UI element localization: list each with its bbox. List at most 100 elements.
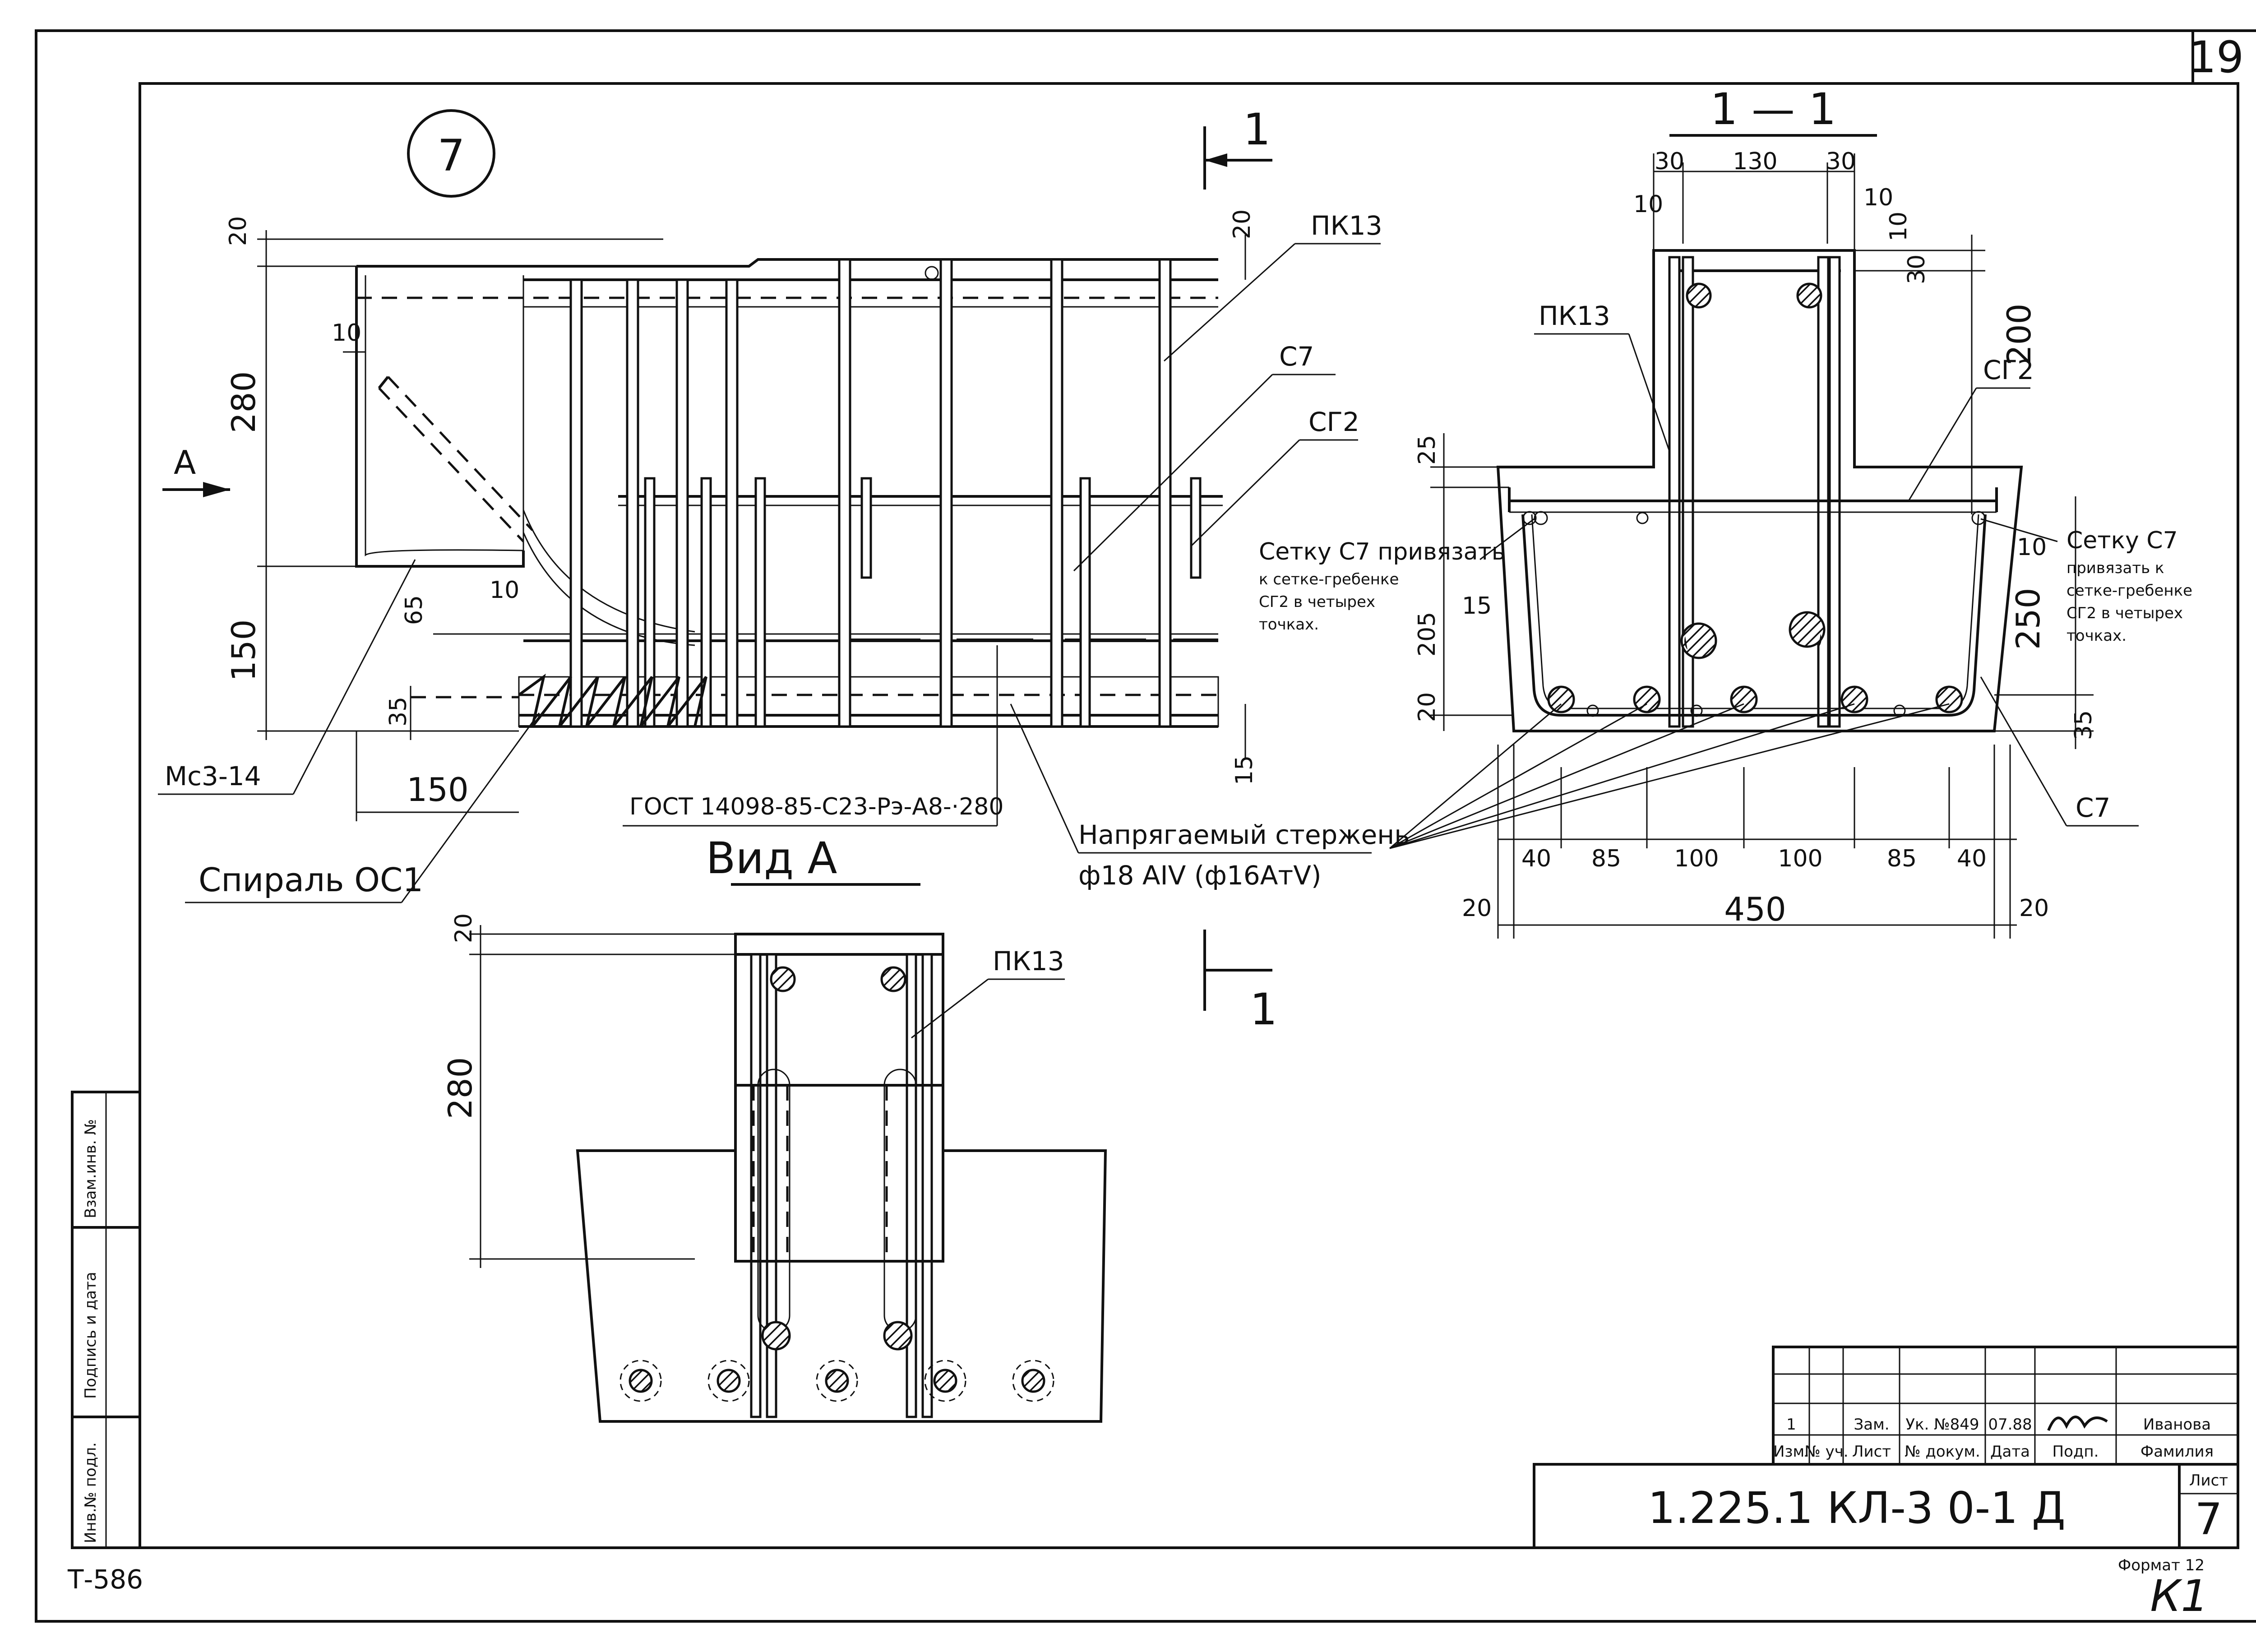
svg-text:150: 150 (225, 620, 263, 681)
svg-text:35: 35 (385, 697, 412, 727)
label-cg2: СГ2 (1308, 407, 1359, 437)
section-label-cg2: СГ2 (1983, 355, 2034, 385)
svg-text:35: 35 (2070, 710, 2097, 740)
page-number: 19 (2189, 32, 2244, 83)
svg-text:30: 30 (1655, 148, 1684, 175)
svg-text:А: А (174, 444, 196, 481)
svg-text:Подп.: Подп. (2053, 1443, 2099, 1461)
side-stamp-inv: Инв.№ подл. (82, 1442, 100, 1543)
view-a-title: Вид А (706, 833, 837, 884)
svg-text:Иванова: Иванова (2143, 1416, 2211, 1434)
svg-text:Лист: Лист (2189, 1472, 2228, 1490)
svg-text:СГ2 в четырех: СГ2 в четырех (2066, 604, 2183, 622)
svg-text:Фамилия: Фамилия (2140, 1443, 2214, 1461)
svg-text:7: 7 (437, 130, 465, 181)
svg-text:100: 100 (1674, 845, 1719, 872)
section-tendons (1547, 685, 1963, 717)
side-stamp-repl: Взам.инв. № (82, 1119, 100, 1218)
svg-text:10: 10 (1633, 191, 1663, 218)
label-rod-1: Напрягаемый стержень (1078, 819, 1410, 850)
note-right: Сетку С7 привязать к сетке-гребенке СГ2 … (1980, 518, 2192, 645)
main-labels: ПК13 С7 СГ2 Мс3-14 Спираль ОС1 ГОСТ 1409… (158, 210, 1410, 903)
svg-text:1: 1 (1786, 1416, 1796, 1434)
svg-text:30: 30 (1903, 255, 1930, 284)
side-stamp: Инв.№ подл. Подпись и дата Взам.инв. № (71, 1091, 141, 1549)
svg-text:Сетку С7: Сетку С7 (2066, 527, 2178, 554)
svg-text:20: 20 (450, 913, 477, 943)
svg-text:№ докум.: № докум. (1905, 1443, 1980, 1461)
svg-text:20: 20 (225, 216, 252, 246)
svg-text:205: 205 (1414, 612, 1441, 657)
svg-text:250: 250 (2009, 588, 2047, 650)
label-gost: ГОСТ 14098-85-С23-Рэ-А8-·280 (629, 793, 1003, 820)
svg-text:200: 200 (2000, 304, 2038, 366)
svg-text:СГ2 в четырех: СГ2 в четырех (1259, 593, 1375, 611)
svg-text:15: 15 (1231, 755, 1258, 785)
svg-text:20: 20 (1229, 209, 1256, 239)
section-1-1: 1 — 1 (1259, 84, 2192, 939)
svg-text:130: 130 (1733, 148, 1777, 175)
svg-text:Лист: Лист (1852, 1443, 1891, 1461)
detail-number: 7 (407, 109, 495, 198)
title-block: 1 Зам. Ук. №849 07.88 Иванова Изм. № уч.… (1533, 1346, 2239, 1549)
svg-text:10: 10 (332, 319, 361, 347)
view-a: Вид А (441, 833, 1107, 1423)
svg-text:Ук. №849: Ук. №849 (1905, 1416, 1979, 1434)
svg-text:Изм.: Изм. (1773, 1443, 1809, 1461)
svg-text:Зам.: Зам. (1854, 1416, 1889, 1434)
svg-text:10: 10 (1863, 184, 1893, 211)
section-label-pk13: ПК13 (1539, 301, 1610, 331)
signature-mark (2047, 1416, 2108, 1431)
main-elevation (355, 258, 1223, 728)
svg-text:точках.: точках. (2066, 627, 2127, 645)
svg-text:100: 100 (1778, 845, 1822, 872)
section-cut-marks: 1 1 (1203, 104, 1277, 1035)
view-arrow-a: А (162, 444, 230, 497)
svg-text:65: 65 (401, 595, 428, 625)
view-a-tendons (619, 1360, 1054, 1402)
label-mc3: Мс3-14 (165, 761, 261, 791)
svg-text:15: 15 (1462, 592, 1492, 620)
main-dimensions: 20 280 150 10 65 10 35 150 20 15 (225, 209, 1258, 821)
rod-leaders (1389, 703, 1950, 849)
svg-text:Дата: Дата (1990, 1443, 2030, 1461)
spiral-oc1 (518, 673, 707, 727)
side-stamp-sign: Подпись и дата (82, 1272, 100, 1399)
svg-text:280: 280 (441, 1057, 479, 1119)
svg-text:№ уч.: № уч. (1804, 1443, 1848, 1461)
svg-text:10: 10 (1885, 212, 1912, 241)
pk13-bars (569, 258, 1172, 728)
view-a-label-pk13: ПК13 (993, 946, 1064, 976)
document-code: 1.225.1 КЛ-3 0-1 Д (1648, 1483, 2066, 1533)
label-pk13: ПК13 (1311, 210, 1382, 241)
c7-bars (644, 477, 1202, 728)
sheet-stamp: Т-586 (67, 1564, 143, 1595)
svg-text:Сетку С7 привязать: Сетку С7 привязать (1259, 538, 1505, 565)
svg-text:10: 10 (2017, 534, 2047, 561)
svg-text:25: 25 (1414, 435, 1441, 465)
label-c7: С7 (1279, 341, 1314, 372)
label-spiral: Спираль ОС1 (199, 861, 423, 899)
note-left: Сетку С7 привязать к сетке-гребенке СГ2 … (1259, 518, 1535, 634)
sheet-frame: 19 Т-586 Формат 12 К1 (35, 29, 2256, 1623)
svg-text:150: 150 (407, 771, 468, 809)
corner-mark: К1 (2150, 1571, 2208, 1621)
svg-text:40: 40 (1957, 845, 1987, 872)
section-title: 1 — 1 (1710, 84, 1836, 134)
svg-text:20: 20 (1414, 692, 1441, 722)
svg-text:точках.: точках. (1259, 615, 1319, 634)
svg-text:40: 40 (1521, 845, 1551, 872)
section-label-c7: С7 (2076, 792, 2110, 823)
svg-text:280: 280 (225, 371, 263, 433)
sheet-number: 7 (2195, 1494, 2222, 1545)
svg-text:30: 30 (1826, 148, 1856, 175)
svg-text:10: 10 (490, 577, 519, 604)
svg-text:20: 20 (1462, 895, 1492, 922)
svg-text:07.88: 07.88 (1988, 1416, 2032, 1434)
label-rod-2: ф18 АIV (ф16АтV) (1078, 860, 1322, 891)
svg-text:к сетке-гребенке: к сетке-гребенке (1259, 570, 1399, 588)
svg-text:привязать к: привязать к (2066, 559, 2164, 577)
svg-text:85: 85 (1591, 845, 1621, 872)
svg-text:450: 450 (1724, 890, 1786, 928)
